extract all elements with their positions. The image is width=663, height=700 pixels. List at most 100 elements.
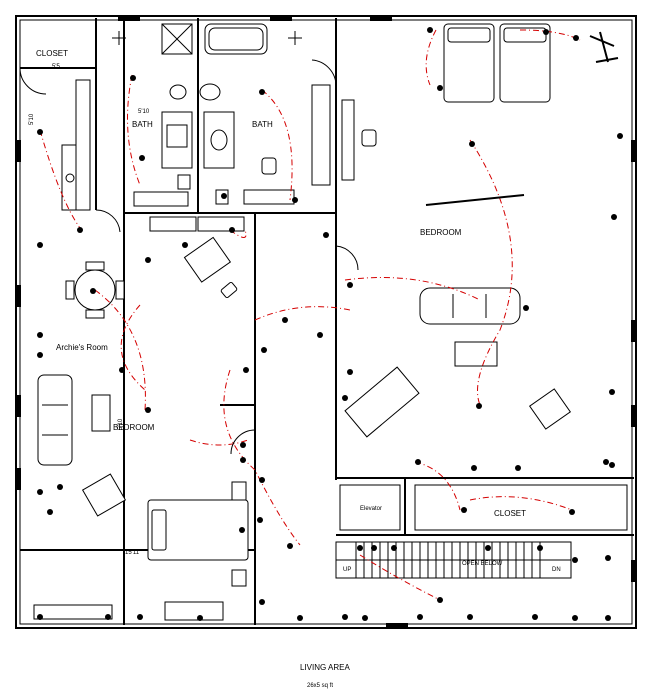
furniture-misc <box>33 84 498 621</box>
outlet-symbol <box>572 557 578 563</box>
outlet-symbol <box>221 193 227 199</box>
outlet-symbol <box>239 527 245 533</box>
outlet-symbol <box>130 75 136 81</box>
outlet-symbol <box>243 367 249 373</box>
outlet-symbol <box>543 29 549 35</box>
outlet-symbol <box>37 332 43 338</box>
outlet-symbol <box>37 614 43 620</box>
doors <box>19 59 525 455</box>
outlet-symbol <box>229 227 235 233</box>
outlet-symbol <box>417 614 423 620</box>
caption-title: LIVING AREA <box>300 663 350 672</box>
outlet-symbol <box>259 477 265 483</box>
outlet-symbol <box>257 517 263 523</box>
outlet-symbol <box>292 197 298 203</box>
outlet-symbol <box>415 459 421 465</box>
dimension-label: 5'5 <box>52 64 60 70</box>
outlet-symbol <box>471 465 477 471</box>
outlet-symbol <box>323 232 329 238</box>
dimension-label: 5'10 <box>138 109 150 115</box>
outlet-symbol <box>145 407 151 413</box>
outlet-symbol <box>287 543 293 549</box>
outlet-symbol <box>47 509 53 515</box>
outlet-symbol <box>145 257 151 263</box>
dimension-label: 15'11 <box>125 550 140 556</box>
outlet-symbol <box>617 133 623 139</box>
outlet-symbol <box>391 545 397 551</box>
outlet-symbol <box>282 317 288 323</box>
bedroom-lower-label: BEDROOM <box>113 423 155 432</box>
sofa-archie <box>37 374 73 466</box>
plus-marks <box>112 31 302 45</box>
outlet-symbol <box>437 85 443 91</box>
bed-double <box>443 23 551 103</box>
bath-fixtures <box>61 23 295 211</box>
outlet-symbol <box>90 288 96 294</box>
outlet-symbol <box>461 507 467 513</box>
outlet-symbol <box>523 305 529 311</box>
outlet-symbol <box>77 227 83 233</box>
stair-tread-lines <box>355 542 541 578</box>
dimension-label: 5'10 <box>118 418 124 430</box>
outlet-symbol <box>611 214 617 220</box>
outlet-symbol <box>37 489 43 495</box>
outlet-symbol <box>427 27 433 33</box>
outlet-symbol <box>371 545 377 551</box>
outlet-symbol <box>573 35 579 41</box>
outlet-symbol <box>182 242 188 248</box>
outlet-symbol <box>37 352 43 358</box>
outlet-symbol <box>605 615 611 621</box>
windows <box>16 16 636 628</box>
outlet-symbol <box>347 369 353 375</box>
open-below-label: OPEN BELOW <box>462 561 503 567</box>
bath-left-label: BATH <box>132 120 153 129</box>
wiring-arcs <box>39 29 581 601</box>
outlet-symbol <box>572 615 578 621</box>
outlet-symbol <box>137 614 143 620</box>
stair-dn-label: DN <box>552 567 561 573</box>
closet-large-label: CLOSET <box>494 509 526 518</box>
outlet-symbol <box>485 545 491 551</box>
outlet-symbol <box>240 442 246 448</box>
outlet-symbol <box>261 347 267 353</box>
bath-right-label: BATH <box>252 120 273 129</box>
bed-lower <box>147 499 249 561</box>
outlet-symbol <box>469 141 475 147</box>
stair-up-label: UP <box>343 567 351 573</box>
outlet-symbol <box>37 242 43 248</box>
dimension-label: 5'10 <box>29 113 35 125</box>
closet-small-label: CLOSET <box>36 49 68 58</box>
outlet-symbol <box>317 332 323 338</box>
outlet-symbol <box>437 597 443 603</box>
fan-icon <box>589 31 619 63</box>
outlet-symbol <box>609 462 615 468</box>
outlet-symbol <box>119 367 125 373</box>
outlet-symbol <box>537 545 543 551</box>
outlet-symbol <box>347 282 353 288</box>
outlet-symbol <box>57 484 63 490</box>
outlet-symbol <box>197 615 203 621</box>
outlet-symbol <box>105 614 111 620</box>
armchairs <box>81 129 572 517</box>
outlet-symbol <box>139 155 145 161</box>
outlet-symbol <box>362 615 368 621</box>
outlet-symbol <box>515 465 521 471</box>
sofa-bedroom <box>419 287 521 325</box>
outlet-symbol <box>342 614 348 620</box>
outlet-symbol <box>609 389 615 395</box>
outlet-symbol <box>467 614 473 620</box>
caption-area: 26x5 sq ft <box>307 683 333 689</box>
outlet-symbol <box>37 129 43 135</box>
outlet-symbol <box>476 403 482 409</box>
outlet-symbol <box>259 89 265 95</box>
outlet-symbol <box>605 555 611 561</box>
archies-room-label: Archie's Room <box>56 343 108 352</box>
outlet-symbol <box>569 509 575 515</box>
outlet-symbol <box>603 459 609 465</box>
outlet-symbol <box>240 457 246 463</box>
bedroom-main-label: BEDROOM <box>420 228 462 237</box>
outlet-symbol <box>357 545 363 551</box>
outlets <box>37 27 623 621</box>
outlet-symbol <box>297 615 303 621</box>
